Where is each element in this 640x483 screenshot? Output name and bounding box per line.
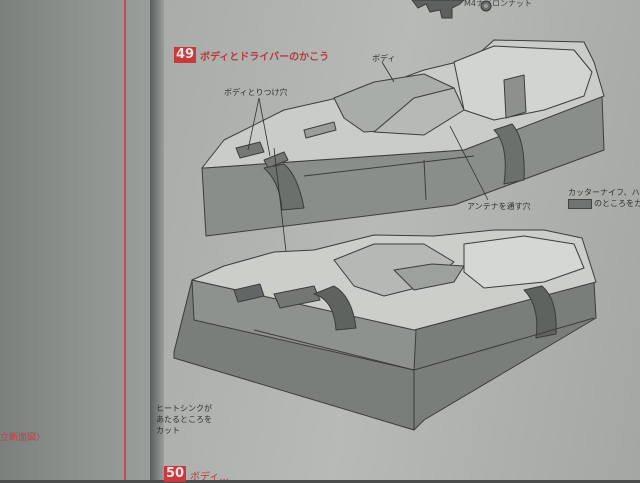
left-page: 立断面図〉 xyxy=(0,0,150,480)
margin-rule xyxy=(124,0,126,480)
body-mount-holes-label: ボディとりつけ穴 xyxy=(224,88,288,97)
next-step-badge: 50 xyxy=(164,466,186,482)
antenna-hole-label: アンテナを通す穴 xyxy=(467,202,531,211)
heatsink-label-1: ヒートシンクが xyxy=(156,404,212,413)
lower-body-shell xyxy=(173,229,597,431)
left-page-caption: 立断面図〉 xyxy=(0,433,46,443)
upper-body-shell xyxy=(201,39,605,237)
step-number-badge: 49 xyxy=(174,47,196,63)
gear-icon xyxy=(411,0,465,19)
heatsink-label-3: カット xyxy=(156,426,180,435)
nut-icon xyxy=(480,0,492,12)
body-illustration xyxy=(173,0,605,431)
cut-area-swatch xyxy=(568,199,592,209)
body-label: ボディ xyxy=(372,54,396,63)
nut-label: M4ナイロンナット xyxy=(464,0,532,8)
heatsink-label-2: あたるところを xyxy=(156,415,212,424)
legend-line-2: のところをカ xyxy=(594,199,640,208)
book-gutter xyxy=(150,0,164,480)
step-title: ボディとドライバーのかこう xyxy=(200,52,330,63)
legend-line-1: カッターナイフ、ハ xyxy=(568,188,640,197)
next-step-title: ボディ... xyxy=(190,472,229,483)
